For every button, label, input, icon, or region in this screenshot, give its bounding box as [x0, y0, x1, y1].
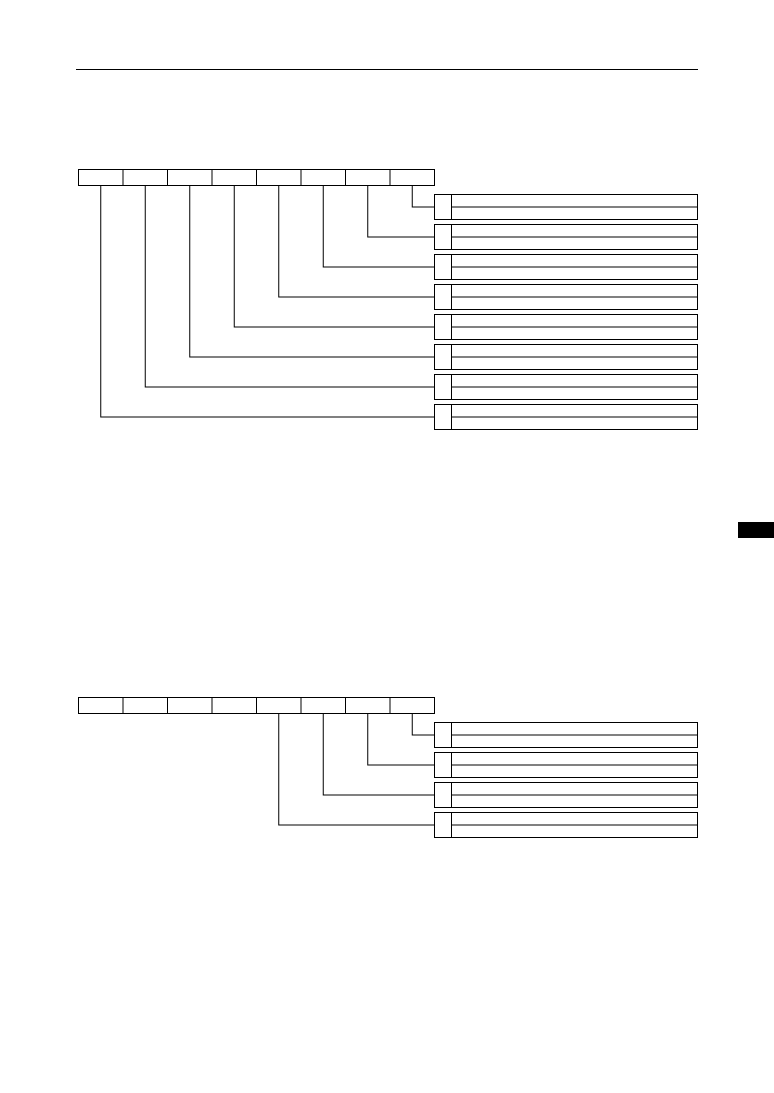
bit-cell [345, 169, 391, 186]
bit-cell [167, 697, 213, 714]
bit-cell [256, 697, 302, 714]
field-row [434, 284, 698, 310]
field-row [434, 344, 698, 370]
diagram-layer [78, 169, 698, 838]
bit-connector-line [189, 185, 435, 358]
bit-cell [211, 697, 257, 714]
field-row [434, 722, 698, 748]
field-row [434, 224, 698, 250]
bit-connector-line [278, 185, 435, 298]
bit-cell [300, 697, 346, 714]
field-row [434, 752, 698, 778]
bit-cell [389, 169, 435, 186]
bit-cell [389, 697, 435, 714]
bit-connector-line [411, 713, 435, 736]
field-row [434, 812, 698, 838]
bit-connector-line [367, 713, 435, 766]
bit-cell [122, 169, 168, 186]
field-row [434, 194, 698, 220]
bit-connector-line [100, 185, 435, 418]
bit-cell [122, 697, 168, 714]
bit-connector-line [411, 185, 435, 208]
bit-cell [300, 169, 346, 186]
field-row [434, 314, 698, 340]
bit-cell [345, 697, 391, 714]
bit-cell [256, 169, 302, 186]
bit-connector-line [322, 713, 435, 796]
field-row [434, 374, 698, 400]
bit-connector-line [278, 713, 435, 826]
bit-cell [211, 169, 257, 186]
field-row [434, 254, 698, 280]
bit-connector-line [367, 185, 435, 238]
bit-connector-line [322, 185, 435, 268]
bit-cell [167, 169, 213, 186]
side-tab-marker [738, 522, 774, 538]
field-row [434, 404, 698, 430]
register-diagram-1 [78, 169, 698, 430]
bit-cell [78, 169, 124, 186]
bit-cell [78, 697, 124, 714]
register-diagram-2 [78, 697, 698, 838]
field-row [434, 782, 698, 808]
bit-connector-line [233, 185, 435, 328]
bit-connector-line [144, 185, 435, 388]
